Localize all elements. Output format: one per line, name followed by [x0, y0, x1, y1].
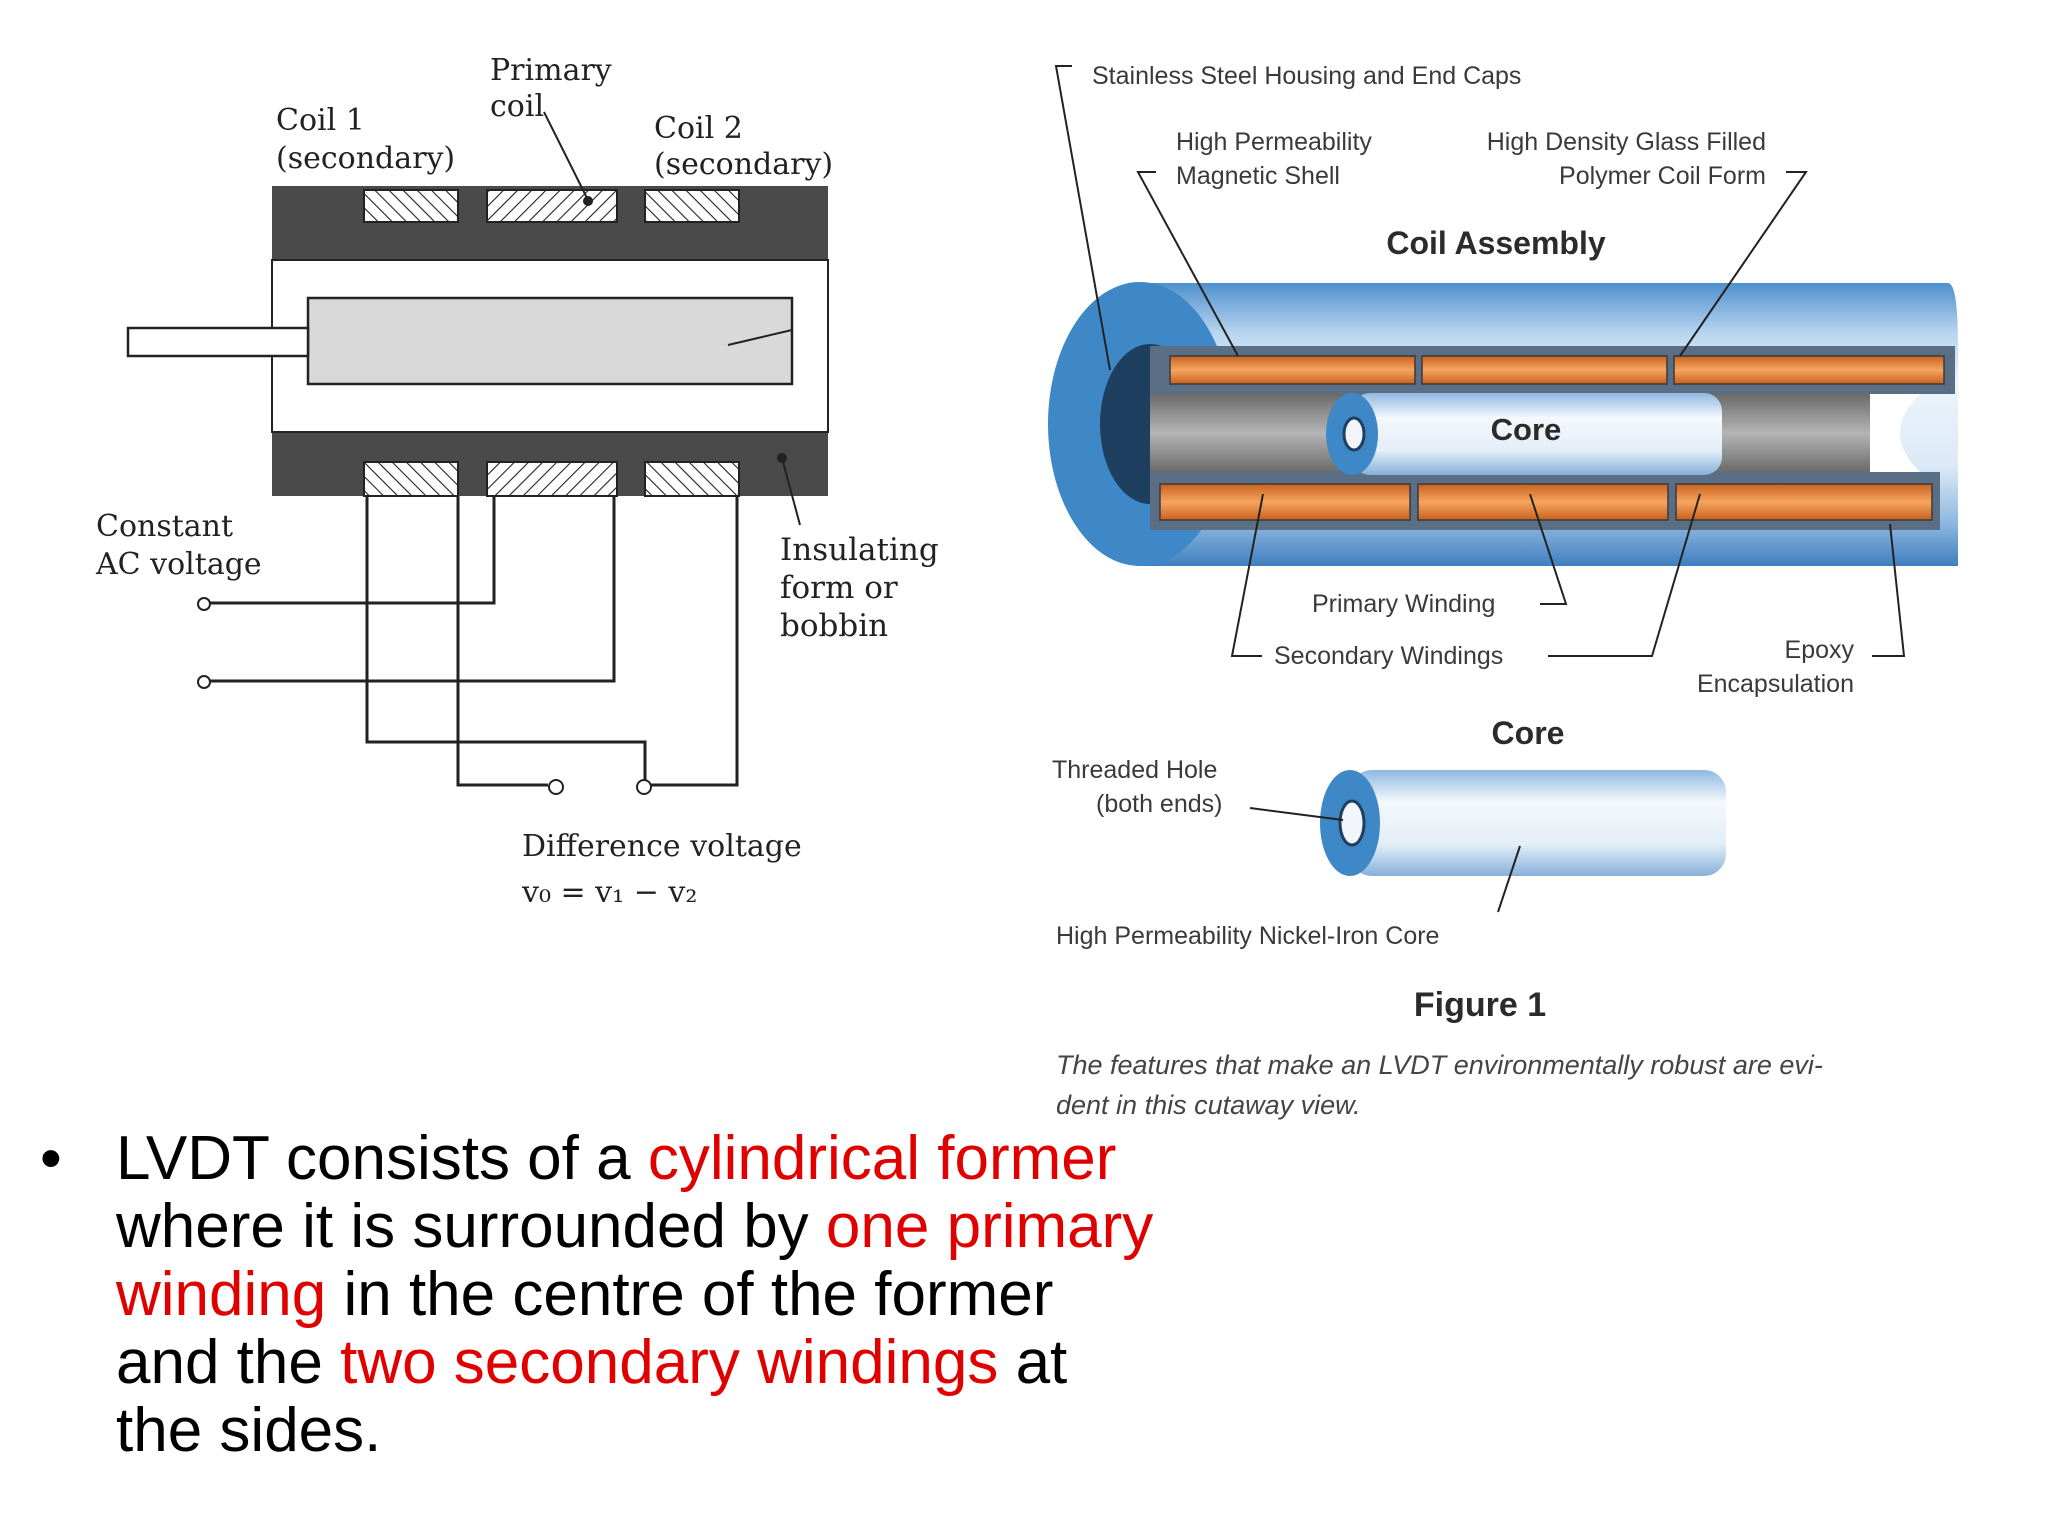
- figure-caption-line-1: The features that make an LVDT environme…: [1056, 1050, 1823, 1080]
- insulating-label-1: Insulating: [780, 532, 939, 568]
- coil1-sublabel: (secondary): [276, 141, 455, 176]
- epoxy-label-1: Epoxy: [1785, 636, 1855, 664]
- constant-ac-sublabel: AC voltage: [95, 547, 262, 582]
- epoxy-label-2: Encapsulation: [1697, 670, 1854, 698]
- bullet-text-part-3: in the centre of the former and the: [116, 1260, 1054, 1397]
- bullet-marker: •: [40, 1124, 62, 1193]
- shell-label-1: High Permeability: [1176, 128, 1372, 156]
- lvdt-schematic: Coil 1 (secondary) Primary coil Coil 2 (…: [95, 53, 939, 910]
- threaded-hole: [1338, 799, 1366, 847]
- bullet-text-part-1: LVDT consists of a: [116, 1124, 648, 1193]
- figure-title: Figure 1: [1414, 986, 1546, 1024]
- secondary-windings-label: Secondary Windings: [1274, 642, 1503, 670]
- coil-assembly-title: Coil Assembly: [1386, 225, 1606, 261]
- secondary-winding-top-2: [1673, 355, 1945, 385]
- movable-core: [306, 296, 794, 386]
- coil2-label: Coil 2: [654, 111, 743, 146]
- primary-coil-sublabel: coil: [490, 89, 544, 124]
- difference-voltage-formula: v₀ = v₁ − v₂: [521, 875, 697, 910]
- highlight-primary-winding: one primary winding: [116, 1192, 1154, 1329]
- terminal-out-1: [548, 779, 564, 795]
- primary-winding-label: Primary Winding: [1312, 590, 1495, 618]
- highlight-secondary-windings: two secondary windings: [340, 1328, 999, 1397]
- coil-form-label-1: High Density Glass Filled: [1487, 128, 1766, 156]
- secondary-winding-bottom-2: [1675, 483, 1933, 521]
- push-rod: [126, 326, 310, 358]
- cutaway-core-body: [1352, 393, 1722, 475]
- coil-form-label-2: Polymer Coil Form: [1559, 162, 1766, 190]
- insulating-label-3: bobbin: [780, 608, 888, 644]
- standalone-core-body: [1350, 770, 1726, 876]
- highlight-cylindrical-former: cylindrical former: [647, 1124, 1117, 1193]
- bullet-text-part-2: where it is surrounded by: [116, 1192, 826, 1261]
- threaded-hole-label-2: (both ends): [1096, 790, 1222, 818]
- primary-coil-label: Primary: [490, 53, 612, 88]
- schematic-wiring: [208, 496, 739, 787]
- bullet-text-part-4: at the sides.: [116, 1328, 1068, 1465]
- secondary-winding-top-1: [1169, 355, 1416, 385]
- secondary-winding-bottom-1: [1159, 483, 1411, 521]
- insulating-label-2: form or: [780, 570, 898, 606]
- housing-label: Stainless Steel Housing and End Caps: [1092, 62, 1521, 90]
- coil1-label: Coil 1: [276, 103, 365, 138]
- terminal-out-2: [636, 779, 652, 795]
- core-label: Core: [1491, 412, 1562, 447]
- terminal-ac-2: [197, 675, 211, 689]
- nickel-core-label: High Permeability Nickel-Iron Core: [1056, 922, 1439, 950]
- lvdt-cutaway-figure: Stainless Steel Housing and End Caps Hig…: [1048, 62, 1958, 1120]
- primary-winding-top: [1421, 355, 1668, 385]
- terminal-ac-1: [197, 597, 211, 611]
- constant-ac-label: Constant: [96, 509, 233, 544]
- bullet-text: LVDT consists of a cylindrical former wh…: [116, 1125, 1156, 1465]
- coil2-sublabel: (secondary): [654, 147, 833, 182]
- threaded-hole-label-1: Threaded Hole: [1052, 756, 1217, 784]
- shell-label-2: Magnetic Shell: [1176, 162, 1340, 190]
- primary-winding-bottom: [1417, 483, 1669, 521]
- figure-caption-line-2: dent in this cutaway view.: [1056, 1090, 1361, 1120]
- core-title: Core: [1492, 715, 1565, 751]
- difference-voltage-label: Difference voltage: [522, 829, 802, 864]
